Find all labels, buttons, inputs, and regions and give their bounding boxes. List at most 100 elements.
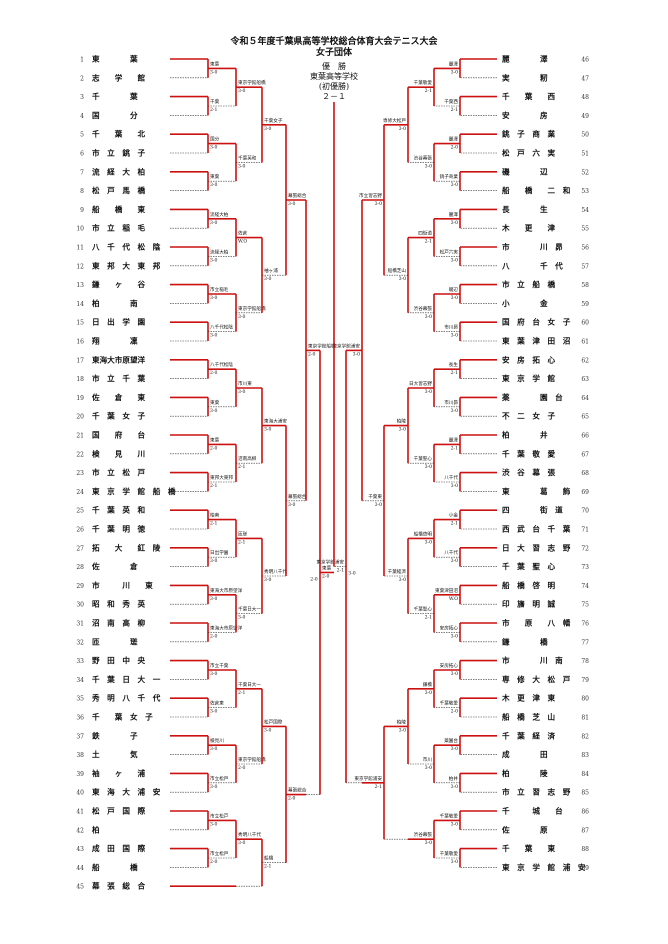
team-seed: 10 — [76, 226, 84, 233]
team-name: 不 二 女 子 — [502, 411, 556, 421]
team-name: 佐 倉 — [91, 561, 138, 571]
match-score: 3-0 — [210, 69, 217, 75]
team-seed: 33 — [76, 658, 84, 665]
match-score: 3-0 — [210, 408, 217, 414]
team-name: 昭 和 秀 英 — [92, 599, 146, 609]
match-winner: 東葉 — [210, 436, 220, 443]
team-seed: 45 — [76, 884, 84, 891]
team-seed: 3 — [80, 94, 84, 101]
team-seed: 48 — [581, 94, 589, 101]
team-seed: 66 — [581, 433, 589, 440]
team-name: 市 川 昴 — [502, 242, 563, 252]
team-name: 東 京 学 館 船 橋 — [92, 486, 176, 496]
match-winner: 流経大柏 — [210, 248, 229, 255]
champion-note: (初優勝) — [318, 82, 350, 91]
match-score: 2-1 — [375, 784, 382, 790]
match-winner: 東海大市原望洋 — [210, 587, 243, 594]
match-winner: 市川昴 — [444, 399, 458, 406]
team-name: 千 葉 女 子 — [92, 712, 153, 722]
team-name: 市 立 銚 子 — [92, 148, 146, 158]
team-seed: 28 — [76, 564, 84, 571]
match-winner: 沼南高柳 — [238, 455, 257, 462]
match-winner: 東葉 — [210, 399, 220, 406]
team-name: 千 葉 — [92, 91, 138, 101]
team-name: 薬 園 台 — [501, 392, 563, 402]
team-name: 野 田 中 央 — [92, 655, 146, 665]
team-seed: 62 — [581, 357, 589, 364]
team-seed: 67 — [581, 451, 589, 458]
match-winner: 麗澤 — [449, 60, 459, 67]
match-score: 3-0 — [264, 577, 271, 583]
match-winner: 匝瑳 — [238, 530, 248, 537]
match-winner: 佐倉 — [238, 230, 248, 237]
team-seed: 83 — [581, 752, 589, 759]
final-score-right: 3-0 — [348, 571, 355, 577]
team-seed: 25 — [76, 508, 84, 515]
match-score: 3-0 — [451, 821, 458, 827]
match-winner: 袖ヶ浦 — [264, 267, 278, 274]
team-name: 東 邦 大 東 邦 — [92, 260, 161, 270]
match-winner: 秀明八千代 — [264, 568, 287, 575]
team-name: 小 金 — [501, 298, 548, 308]
team-name: 専 修 大 松 戸 — [502, 674, 571, 684]
team-name: 沼 南 高 柳 — [92, 618, 146, 628]
team-name: 千 葉 西 — [502, 91, 556, 101]
match-score: 2-0 — [210, 633, 217, 639]
match-score: 3-0 — [210, 257, 217, 263]
team-seed: 55 — [581, 226, 589, 233]
team-seed: 38 — [76, 752, 84, 759]
match-score: 3-0 — [238, 163, 245, 169]
team-name: 四 街 道 — [502, 505, 563, 515]
match-score: 3-0 — [238, 314, 245, 320]
team-name: 東 葉 津 田 沼 — [502, 336, 571, 346]
team-name: 西 武 台 千 葉 — [502, 524, 571, 534]
team-seed: 27 — [76, 545, 84, 552]
match-winner: 柏陵 — [397, 718, 407, 725]
team-seed: 18 — [76, 376, 84, 383]
team-seed: 78 — [581, 658, 589, 665]
page-subtitle: 女子団体 — [315, 48, 352, 58]
team-seed: 23 — [76, 470, 84, 477]
match-score: 3-0 — [353, 351, 360, 357]
match-score: 2-1 — [451, 445, 458, 451]
team-seed: 88 — [581, 846, 589, 853]
match-winner: 千葉西 — [444, 98, 458, 105]
match-winner: 千葉 — [210, 98, 220, 105]
match-score: 3-0 — [425, 464, 432, 470]
team-name: 松 戸 馬 橋 — [92, 185, 146, 195]
match-winner: 柏陵 — [397, 418, 407, 425]
match-winner: 八千代松陰 — [210, 361, 233, 368]
match-score: 3-0 — [210, 220, 217, 226]
champion-school: 東葉高等学校 — [310, 72, 358, 81]
team-name: 千 葉 敬 愛 — [502, 448, 556, 458]
match-score: 3-0 — [451, 671, 458, 677]
match-score: 3-0 — [425, 389, 432, 395]
team-name: 市 立 千 葉 — [92, 373, 146, 383]
match-winner: 千葉経済 — [388, 568, 407, 575]
team-seed: 63 — [581, 376, 589, 383]
team-name: 実 籾 — [502, 72, 548, 82]
team-seed: 53 — [581, 188, 589, 195]
match-score: 3-0 — [210, 596, 217, 602]
match-winner: 渋谷幕張 — [414, 154, 433, 161]
page-title: 令和５年度千葉県高等学校総合体育大会テニス大会 — [230, 37, 438, 47]
match-winner: 千葉聖心 — [414, 606, 433, 613]
team-seed: 64 — [581, 395, 589, 402]
team-seed: 47 — [581, 75, 589, 82]
match-winner: 松戸六実 — [440, 248, 459, 255]
match-winner: 千葉日大一 — [238, 606, 261, 613]
match-winner: 東邦大東邦 — [210, 474, 233, 481]
team-seed: 36 — [76, 715, 84, 722]
match-score: 3-0 — [238, 840, 245, 846]
team-name: 八 千 代 — [501, 260, 563, 270]
match-score: 2-0 — [308, 351, 315, 357]
match-score: 3-0 — [451, 182, 458, 188]
team-seed: 81 — [581, 715, 589, 722]
team-name: 鎌 橋 — [501, 636, 548, 646]
team-name: 八 千 代 松 陰 — [91, 242, 161, 252]
match-winner: 柏南 — [210, 512, 220, 519]
match-winner: 柏井 — [449, 775, 459, 782]
match-score: 3-0 — [451, 784, 458, 790]
team-name: 日 出 学 園 — [92, 317, 146, 327]
match-score: 2-0 — [210, 445, 217, 451]
